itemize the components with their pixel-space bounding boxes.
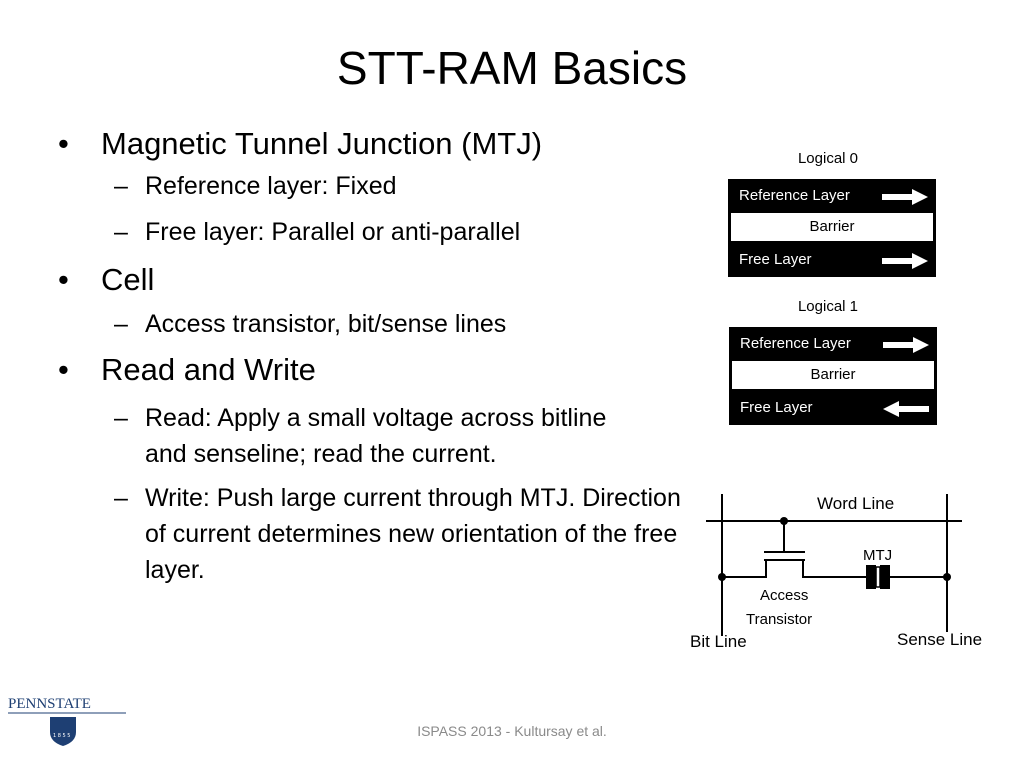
sub-bullet-text: Read: Apply a small voltage across bitli… bbox=[145, 404, 607, 468]
sub-bullet-item: –Write: Push large current through MTJ. … bbox=[56, 480, 685, 588]
free-layer: Free Layer bbox=[729, 393, 937, 423]
sub-bullet-item: –Access transistor, bit/sense lines bbox=[56, 306, 696, 342]
mtj-logical-1-stack: Reference Layer Barrier Free Layer bbox=[729, 327, 937, 425]
sub-bullet-symbol: – bbox=[114, 172, 128, 200]
junction-dot bbox=[943, 573, 951, 581]
sub-bullet-symbol: – bbox=[114, 310, 128, 338]
free-layer-label: Free Layer bbox=[739, 251, 812, 268]
shield-icon bbox=[8, 712, 126, 746]
bullet-item: • Read and Write bbox=[56, 350, 696, 390]
bullet-symbol: • bbox=[58, 262, 69, 297]
bit-line-label: Bit Line bbox=[690, 632, 747, 651]
logical-0-label: Logical 0 bbox=[797, 150, 859, 167]
junction-dot bbox=[780, 517, 788, 525]
access-transistor-label-2: Transistor bbox=[746, 611, 813, 628]
sub-bullet-item: –Reference layer: Fixed bbox=[56, 168, 696, 204]
reference-layer-label: Reference Layer bbox=[739, 187, 850, 204]
sub-bullet-symbol: – bbox=[114, 218, 128, 246]
sub-bullet-symbol: – bbox=[114, 484, 128, 512]
word-line-label: Word Line bbox=[817, 494, 895, 513]
sub-bullet-item: –Free layer: Parallel or anti-parallel bbox=[56, 214, 696, 250]
arrow-right-icon bbox=[883, 337, 929, 353]
drain-wire bbox=[802, 560, 866, 578]
sub-bullet-text: Reference layer: Fixed bbox=[145, 172, 397, 200]
slide-footer: ISPASS 2013 - Kultursay et al. bbox=[417, 723, 607, 739]
sub-bullet-text: Access transistor, bit/sense lines bbox=[145, 310, 507, 338]
reference-layer: Reference Layer bbox=[728, 181, 936, 211]
sub-bullet-text: Write: Push large current through MTJ. D… bbox=[145, 484, 681, 584]
sub-bullet-text: Free layer: Parallel or anti-parallel bbox=[145, 218, 521, 246]
bullet-list: •Magnetic Tunnel Junction (MTJ) –Referen… bbox=[56, 124, 696, 588]
reference-layer: Reference Layer bbox=[729, 329, 937, 359]
arrow-right-icon bbox=[882, 189, 928, 205]
mtj-label: MTJ bbox=[863, 547, 893, 564]
sub-bullet-symbol: – bbox=[114, 404, 128, 432]
arrow-left-icon bbox=[883, 401, 929, 417]
bullet-text: Read and Write bbox=[101, 352, 316, 387]
logical-1-label: Logical 1 bbox=[797, 298, 859, 315]
reference-layer-label: Reference Layer bbox=[740, 335, 851, 352]
bullet-symbol: • bbox=[58, 126, 69, 161]
slide-title: STT-RAM Basics bbox=[336, 42, 688, 94]
bullet-item: • Magnetic Tunnel Junction (MTJ) bbox=[56, 124, 696, 164]
barrier-layer: Barrier bbox=[732, 361, 934, 389]
pennstate-logo: PENNSTATE 1 8 5 5 bbox=[8, 696, 128, 756]
mtj-symbol bbox=[866, 565, 890, 589]
sense-line-label: Sense Line bbox=[897, 630, 983, 649]
sub-bullet-item: –Read: Apply a small voltage across bitl… bbox=[56, 400, 625, 472]
bullet-text: Cell bbox=[101, 262, 155, 297]
bullet-symbol: • bbox=[58, 352, 69, 387]
mtj-logical-0-stack: Reference Layer Barrier Free Layer bbox=[728, 179, 936, 277]
bullet-item: • Cell bbox=[56, 260, 696, 300]
free-layer: Free Layer bbox=[728, 245, 936, 275]
source-wire bbox=[722, 560, 767, 578]
barrier-layer: Barrier bbox=[731, 213, 933, 241]
logo-wordmark: PENNSTATE bbox=[8, 696, 91, 712]
bullet-text: Magnetic Tunnel Junction (MTJ) bbox=[101, 126, 543, 161]
access-transistor-label-1: Access bbox=[760, 587, 809, 604]
free-layer-label: Free Layer bbox=[740, 399, 813, 416]
junction-dot bbox=[718, 573, 726, 581]
logo-year: 1 8 5 5 bbox=[53, 733, 71, 739]
arrow-right-icon bbox=[882, 253, 928, 269]
